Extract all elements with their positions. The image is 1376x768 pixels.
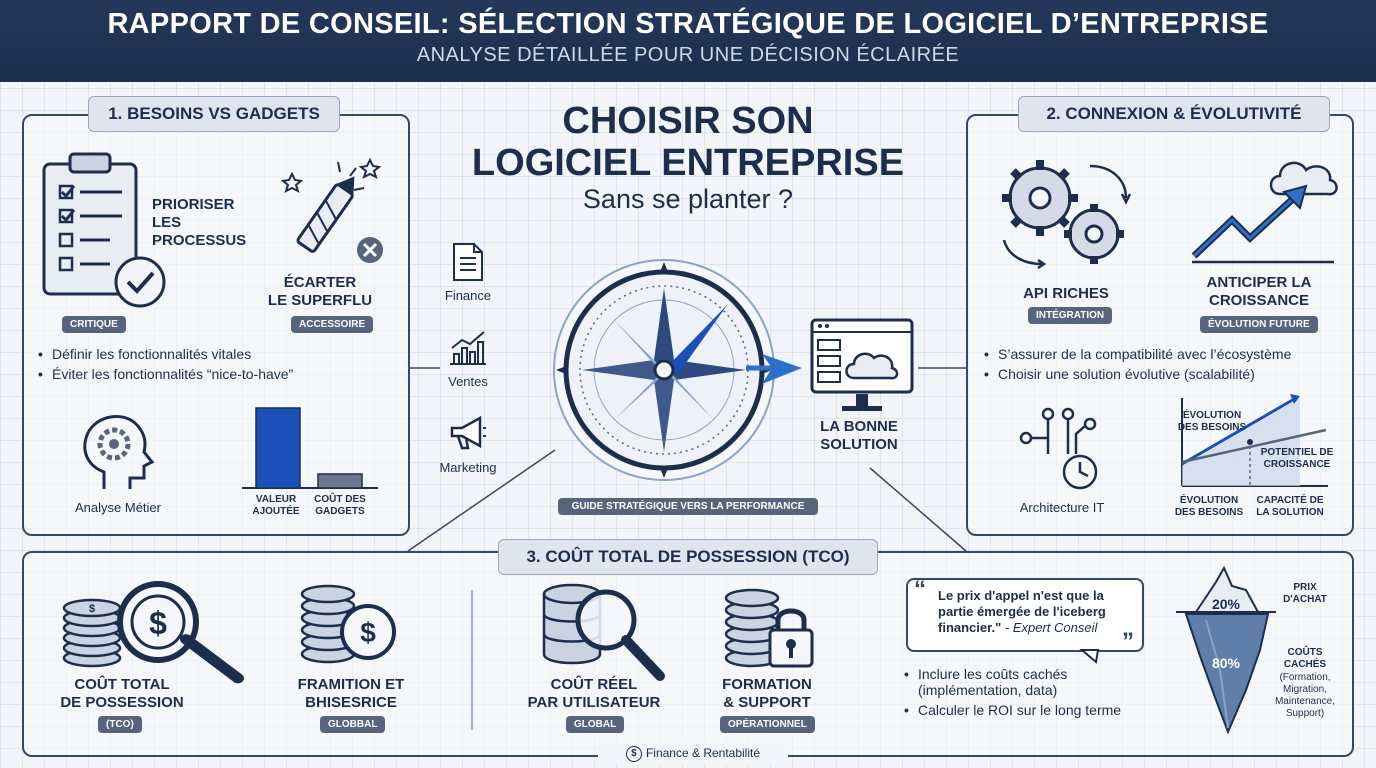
report-subtitle: ANALYSE DÉTAILLÉE POUR UNE DÉCISION ÉCLA… — [416, 44, 960, 66]
quote-open-icon: “ — [914, 576, 926, 603]
sales-chart-icon — [450, 331, 486, 365]
tco-item-3-tag: GLOBAL — [566, 716, 625, 733]
iceberg-top-label: PRIX D'ACHAT — [1283, 582, 1327, 605]
department-marketing: Marketing — [439, 460, 497, 475]
checklist-icon — [42, 152, 166, 308]
tco-item-1-tag: (TCO) — [98, 716, 142, 733]
iceberg-bottom-pct: 80% — [1211, 655, 1241, 671]
money-hand-icon: $ — [625, 745, 642, 762]
list-item: Calculer le ROI sur le long terme — [904, 702, 1154, 718]
integration-tag: INTÉGRATION — [1028, 307, 1113, 324]
section2-bullets: S’assurer de la compatibilité avec l’éco… — [984, 346, 1348, 386]
tco-item-4-tag: OPÉRATIONNEL — [720, 716, 815, 733]
analysis-label: Analyse Métier — [75, 500, 161, 515]
document-icon — [453, 243, 483, 281]
solution-label: LA BONNE SOLUTION — [820, 418, 898, 453]
growth-label: ANTICIPER LA CROISSANCE — [1206, 274, 1312, 309]
gears-icon — [1002, 160, 1132, 270]
value-vs-gadget-bars — [242, 407, 378, 489]
tco-item-1-label: COÛT TOTAL DE POSSESSION — [60, 676, 184, 711]
department-finance: Finance — [444, 288, 492, 303]
chart-label-right: POTENTIEL DE CROISSANCE — [1260, 447, 1334, 470]
chart-label-bottom-right: CAPACITÉ DE LA SOLUTION — [1256, 495, 1324, 518]
report-header: RAPPORT DE CONSEIL: SÉLECTION STRATÉGIQU… — [0, 0, 1376, 82]
architecture-icon — [1019, 407, 1098, 490]
cloud-screen-icon — [810, 318, 914, 411]
compass-caption: GUIDE STRATÉGIQUE VERS LA PERFORMANCE — [558, 498, 818, 515]
center-subtitle: Sans se planter ? — [582, 184, 794, 214]
exclude-label: ÉCARTER LE SUPERFLU — [267, 274, 373, 309]
critique-tag: CRITIQUE — [62, 316, 126, 333]
accessoire-tag: ACCESSOIRE — [291, 316, 374, 333]
svg-text:$: $ — [360, 617, 376, 648]
bar-label-value: VALEUR AJOUTÉE — [252, 494, 300, 517]
coins-magnifier-icon: $ $ — [62, 581, 244, 684]
quote-pointer — [1079, 649, 1100, 664]
footer-label: Finance & Rentabilité — [645, 746, 761, 760]
section1-title: 1. BESOINS VS GADGETS — [88, 96, 340, 132]
architecture-label: Architecture IT — [1019, 500, 1105, 515]
chart-label-top: ÉVOLUTION DES BESOINS — [1177, 410, 1247, 433]
coins-dollar-icon: $ — [300, 584, 396, 664]
list-item: Choisir une solution évolutive (scalabil… — [984, 366, 1348, 382]
growth-cloud-icon — [1191, 161, 1338, 264]
database-search-icon — [542, 583, 665, 681]
iceberg-top-pct: 20% — [1211, 596, 1241, 612]
center-title: CHOISIR SON LOGICIEL ENTREPRISE — [471, 100, 905, 184]
prioritize-label: PRIORISER LES PROCESSUS — [152, 196, 247, 249]
section3-title: 3. COÛT TOTAL DE POSSESSION (TCO) — [498, 539, 878, 575]
section3-bullets: Inclure les coûts cachés (implémentation… — [904, 666, 1154, 722]
api-label: API RICHES — [1023, 285, 1109, 302]
tco-item-2-tag: GLOBBAL — [320, 716, 386, 733]
head-gear-icon — [83, 415, 155, 489]
tco-item-3-label: COÛT RÉEL PAR UTILISATEUR — [527, 676, 661, 711]
iceberg-bottom-detail: (Formation, Migration, Maintenance, Supp… — [1274, 672, 1336, 719]
megaphone-icon — [450, 415, 486, 450]
iceberg-icon — [1176, 565, 1276, 735]
svg-text:$: $ — [89, 603, 95, 615]
tco-item-4-label: FORMATION & SUPPORT — [722, 676, 812, 711]
section1-bullets: Définir les fonctionnalités vitales Évit… — [38, 346, 398, 386]
future-tag: ÉVOLUTION FUTURE — [1200, 316, 1318, 333]
report-title: RAPPORT DE CONSEIL: SÉLECTION STRATÉGIQU… — [107, 8, 1269, 40]
growth-chart — [1181, 394, 1328, 487]
footer-badge: $Finance & Rentabilité — [598, 742, 788, 764]
coins-lock-icon — [724, 588, 814, 668]
list-item: Inclure les coûts cachés (implémentation… — [904, 666, 1154, 698]
quote-close-icon: ” — [1122, 628, 1134, 655]
list-item: S’assurer de la compatibilité avec l’éco… — [984, 346, 1348, 362]
chart-label-bottom-left: ÉVOLUTION DES BESOINS — [1174, 495, 1244, 518]
quote-text: Le prix d'appel n'est que la partie émer… — [938, 588, 1106, 635]
list-item: Définir les fonctionnalités vitales — [38, 346, 398, 362]
rocket-icon — [280, 157, 383, 263]
iceberg-bottom-label: COÛTS CACHÉS — [1283, 647, 1327, 670]
list-item: Éviter les fonctionnalités “nice-to-have… — [38, 366, 398, 382]
quote-author: - Expert Conseil — [1004, 620, 1098, 635]
department-ventes: Ventes — [448, 374, 488, 389]
compass-icon — [553, 259, 802, 481]
bar-label-gadgets: COÛT DES GADGETS — [314, 494, 366, 517]
tco-item-2-label: FRAMITION ET BHISESRICE — [297, 676, 405, 711]
expert-quote: “ Le prix d'appel n'est que la partie ém… — [906, 576, 1144, 655]
svg-text:$: $ — [149, 605, 167, 641]
section2-title: 2. CONNEXION & ÉVOLUTIVITÉ — [1018, 96, 1330, 132]
